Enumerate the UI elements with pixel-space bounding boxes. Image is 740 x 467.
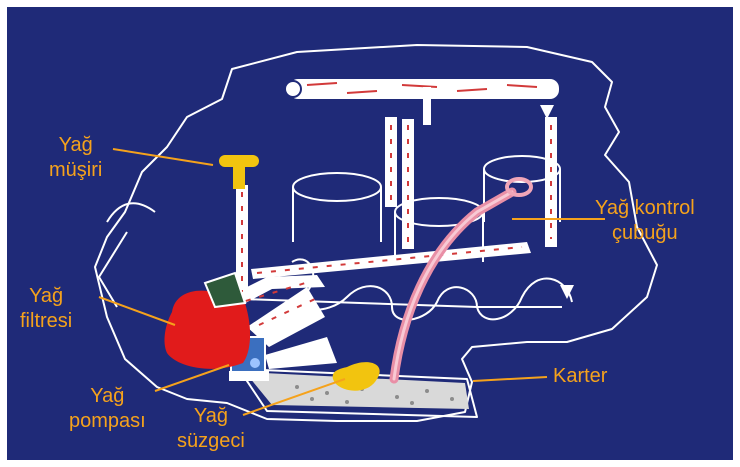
oil-filter-label-line2: filtresi — [20, 309, 72, 334]
camshaft — [285, 79, 559, 99]
oil-cap-label-line1: Yağ — [49, 133, 102, 158]
oil-filter-label: Yağ filtresi — [20, 284, 72, 334]
piston-top — [293, 173, 381, 201]
dipstick-label-line1: Yağ kontrol — [595, 196, 695, 221]
piston-wall — [293, 187, 381, 242]
oil-pan-label: Karter — [553, 364, 607, 389]
oil-pump-label-line1: Yağ — [69, 384, 146, 409]
oil-filter-leader — [99, 297, 175, 325]
oil-pump-label-line2: pompası — [69, 409, 146, 434]
flow-arrow — [540, 105, 554, 119]
dipstick-label: Yağ kontrol çubuğu — [595, 196, 695, 246]
oil-pump-label: Yağ pompası — [69, 384, 146, 434]
oil-pump-leader — [155, 365, 229, 391]
dipstick — [394, 179, 531, 379]
oil-filter-label-line1: Yağ — [20, 284, 72, 309]
oil-cap-label: Yağ müşiri — [49, 133, 102, 183]
oil-filter — [165, 273, 251, 369]
oil-cap — [219, 155, 259, 189]
oil-cap-label-line2: müşiri — [49, 158, 102, 183]
oil-pan-leader — [473, 377, 547, 381]
oil-strainer-label: Yağ süzgeci — [177, 404, 245, 454]
oil-pan-label-text: Karter — [553, 364, 607, 389]
fan-blade — [99, 232, 127, 307]
oil-passages — [207, 87, 574, 369]
dipstick-label-line2: çubuğu — [595, 221, 695, 246]
flow-arrow — [560, 285, 574, 299]
cooling-fan — [107, 203, 155, 222]
oil-strainer-label-line1: Yağ — [177, 404, 245, 429]
oil-strainer-label-line2: süzgeci — [177, 429, 245, 454]
